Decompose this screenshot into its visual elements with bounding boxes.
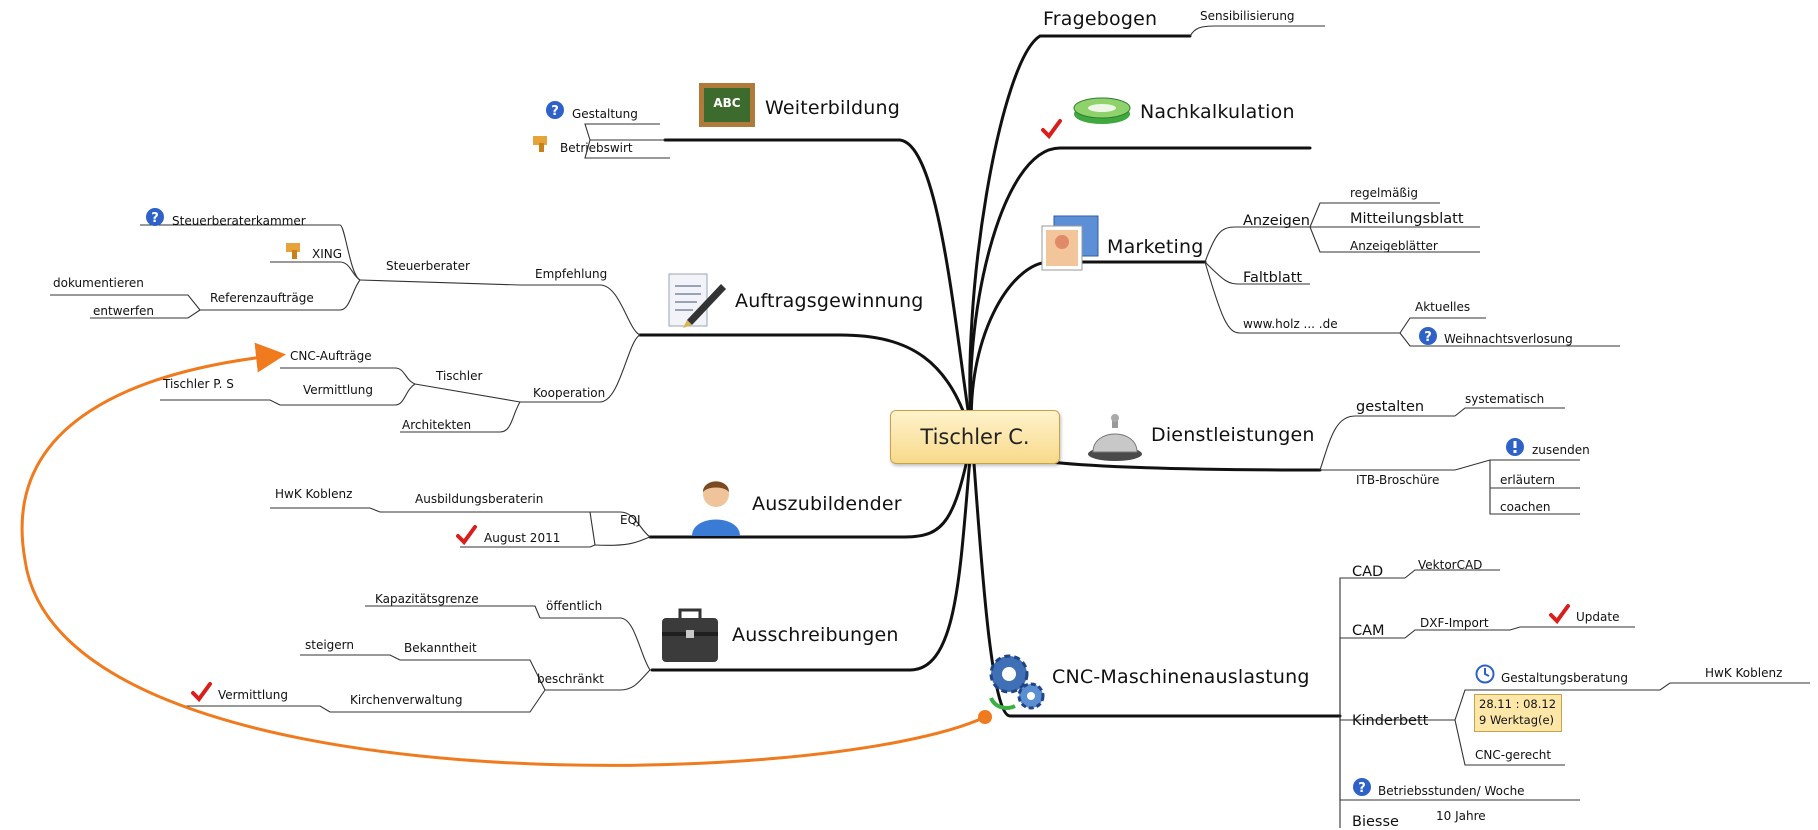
topic-systematisch[interactable]: systematisch <box>1465 392 1545 406</box>
bell-icon <box>1088 414 1142 461</box>
topic-cad[interactable]: CAD <box>1352 564 1384 580</box>
topic-beschraenkt[interactable]: beschränkt <box>537 672 605 686</box>
topic-marketing[interactable]: Marketing <box>1107 236 1204 258</box>
topic-bekanntheit[interactable]: Bekanntheit <box>404 641 477 655</box>
topic-empfehlung[interactable]: Empfehlung <box>535 267 608 281</box>
check-icon <box>191 682 212 703</box>
topic-kapazitaetsgrenze[interactable]: Kapazitätsgrenze <box>375 592 479 606</box>
main-branches <box>638 34 1342 718</box>
topic-weihnachtsverlosung[interactable]: Weihnachtsverlosung <box>1444 332 1573 346</box>
topic-faltblatt[interactable]: Faltblatt <box>1243 270 1303 286</box>
topic-sensibilisierung[interactable]: Sensibilisierung <box>1200 9 1295 23</box>
svg-text:?: ? <box>1358 781 1366 796</box>
topic-auftragsgewinnung[interactable]: Auftragsgewinnung <box>735 290 924 312</box>
topic-dienstleistungen[interactable]: Dienstleistungen <box>1151 424 1315 446</box>
topic-aktuelles[interactable]: Aktuelles <box>1415 300 1471 314</box>
topic-vermittlung-tischler[interactable]: Vermittlung <box>303 383 373 397</box>
person-icon <box>692 481 740 536</box>
topic-cnc-gerecht[interactable]: CNC-gerecht <box>1475 748 1552 762</box>
topic-anzeigeblaetter[interactable]: Anzeigeblätter <box>1350 239 1438 253</box>
topic-dxf-import[interactable]: DXF-Import <box>1420 616 1489 630</box>
topic-weiterbildung[interactable]: Weiterbildung <box>765 97 901 119</box>
topic-hwk-koblenz-cnc[interactable]: HwK Koblenz <box>1705 666 1783 680</box>
topic-dokumentieren[interactable]: dokumentieren <box>53 276 144 290</box>
topic-betriebsstunden[interactable]: Betriebsstunden/ Woche <box>1378 784 1525 798</box>
topic-auszubildender[interactable]: Auszubildender <box>752 493 902 515</box>
topic-steigern[interactable]: steigern <box>305 638 355 652</box>
topic-kinderbett[interactable]: Kinderbett <box>1352 713 1429 729</box>
topic-kooperation[interactable]: Kooperation <box>533 386 606 400</box>
topic-xing[interactable]: XING <box>312 247 343 261</box>
topic-mitteilungsblatt[interactable]: Mitteilungsblatt <box>1350 211 1464 227</box>
topic-architekten[interactable]: Architekten <box>402 418 472 432</box>
topic-tischler-ps[interactable]: Tischler P. S <box>163 377 234 391</box>
task-note: 28.11 : 08.12 9 Werktag(e) <box>1474 694 1562 732</box>
topic-vermittlung-kirche[interactable]: Vermittlung <box>218 688 288 702</box>
topic-gestaltungsberatung[interactable]: Gestaltungsberatung <box>1501 671 1628 685</box>
money-tube-icon <box>1073 97 1131 124</box>
briefcase-icon <box>662 608 718 662</box>
central-topic[interactable]: Tischler C. <box>890 410 1060 464</box>
topic-gestaltung[interactable]: Gestaltung <box>572 107 638 121</box>
question-icon: ? <box>1419 327 1437 345</box>
topic-tischler[interactable]: Tischler <box>436 369 483 383</box>
topic-steuerberater[interactable]: Steuerberater <box>386 259 470 273</box>
topic-itb-broschuere[interactable]: ITB-Broschüre <box>1356 473 1440 487</box>
question-icon: ? <box>146 208 164 226</box>
gears-icon <box>989 654 1045 710</box>
topic-biesse[interactable]: Biesse <box>1352 814 1399 830</box>
topic-ausbildungsberaterin[interactable]: Ausbildungsberaterin <box>415 492 544 506</box>
clock-icon <box>1475 664 1495 684</box>
topic-hwk-koblenz-eqj[interactable]: HwK Koblenz <box>275 487 353 501</box>
topic-vektorcad[interactable]: VektorCAD <box>1418 558 1483 572</box>
topic-update[interactable]: Update <box>1576 610 1620 624</box>
sub-branches <box>50 25 1810 828</box>
topic-erlaeutern[interactable]: erläutern <box>1500 473 1556 487</box>
info-icon <box>1506 438 1524 456</box>
relationship-arrow[interactable] <box>20 342 986 767</box>
topic-zehn-jahre[interactable]: 10 Jahre <box>1436 809 1486 823</box>
relationship-anchor[interactable] <box>978 710 992 724</box>
topic-fragebogen[interactable]: Fragebogen <box>1043 8 1158 30</box>
topic-oeffentlich[interactable]: öffentlich <box>546 599 603 613</box>
thumbs-down-icon <box>286 243 300 259</box>
question-icon: ? <box>1353 778 1371 796</box>
topic-anzeigen[interactable]: Anzeigen <box>1243 213 1310 229</box>
topic-nachkalkulation[interactable]: Nachkalkulation <box>1140 101 1295 123</box>
topic-kirchenverwaltung[interactable]: Kirchenverwaltung <box>350 693 463 707</box>
topic-betriebswirt[interactable]: Betriebswirt <box>560 141 633 155</box>
svg-text:?: ? <box>551 104 559 119</box>
document-pen-icon <box>668 273 726 328</box>
topic-referenzauftraege[interactable]: Referenzaufträge <box>210 291 314 305</box>
topic-gestalten[interactable]: gestalten <box>1356 399 1425 415</box>
topic-zusenden[interactable]: zusenden <box>1532 443 1590 457</box>
svg-text:?: ? <box>1424 330 1432 345</box>
topic-cnc-maschinenauslastung[interactable]: CNC-Maschinenauslastung <box>1052 666 1310 688</box>
topic-ausschreibungen[interactable]: Ausschreibungen <box>732 624 899 646</box>
thumbs-down-icon <box>533 136 547 152</box>
topic-entwerfen[interactable]: entwerfen <box>93 304 155 318</box>
task-dates: 28.11 : 08.12 <box>1479 697 1557 711</box>
topic-cam[interactable]: CAM <box>1352 623 1385 639</box>
svg-text:ABC: ABC <box>713 96 740 110</box>
topic-coachen[interactable]: coachen <box>1500 500 1551 514</box>
check-icon <box>1041 119 1062 140</box>
question-icon: ? <box>546 101 564 119</box>
topic-www[interactable]: www.holz ... .de <box>1243 317 1338 331</box>
topic-regelmaessig[interactable]: regelmäßig <box>1350 186 1418 200</box>
topic-eqj[interactable]: EQJ <box>620 513 641 527</box>
task-duration: 9 Werktag(e) <box>1479 712 1555 727</box>
topic-august-2011[interactable]: August 2011 <box>484 531 561 545</box>
chalkboard-icon: ABC <box>699 83 755 127</box>
picture-icon <box>1041 215 1099 271</box>
check-icon <box>1549 604 1570 625</box>
svg-text:?: ? <box>151 211 159 226</box>
topic-cnc-auftraege[interactable]: CNC-Aufträge <box>290 349 372 363</box>
topic-steuerberaterkammer[interactable]: Steuerberaterkammer <box>172 214 306 228</box>
check-icon <box>456 525 477 546</box>
